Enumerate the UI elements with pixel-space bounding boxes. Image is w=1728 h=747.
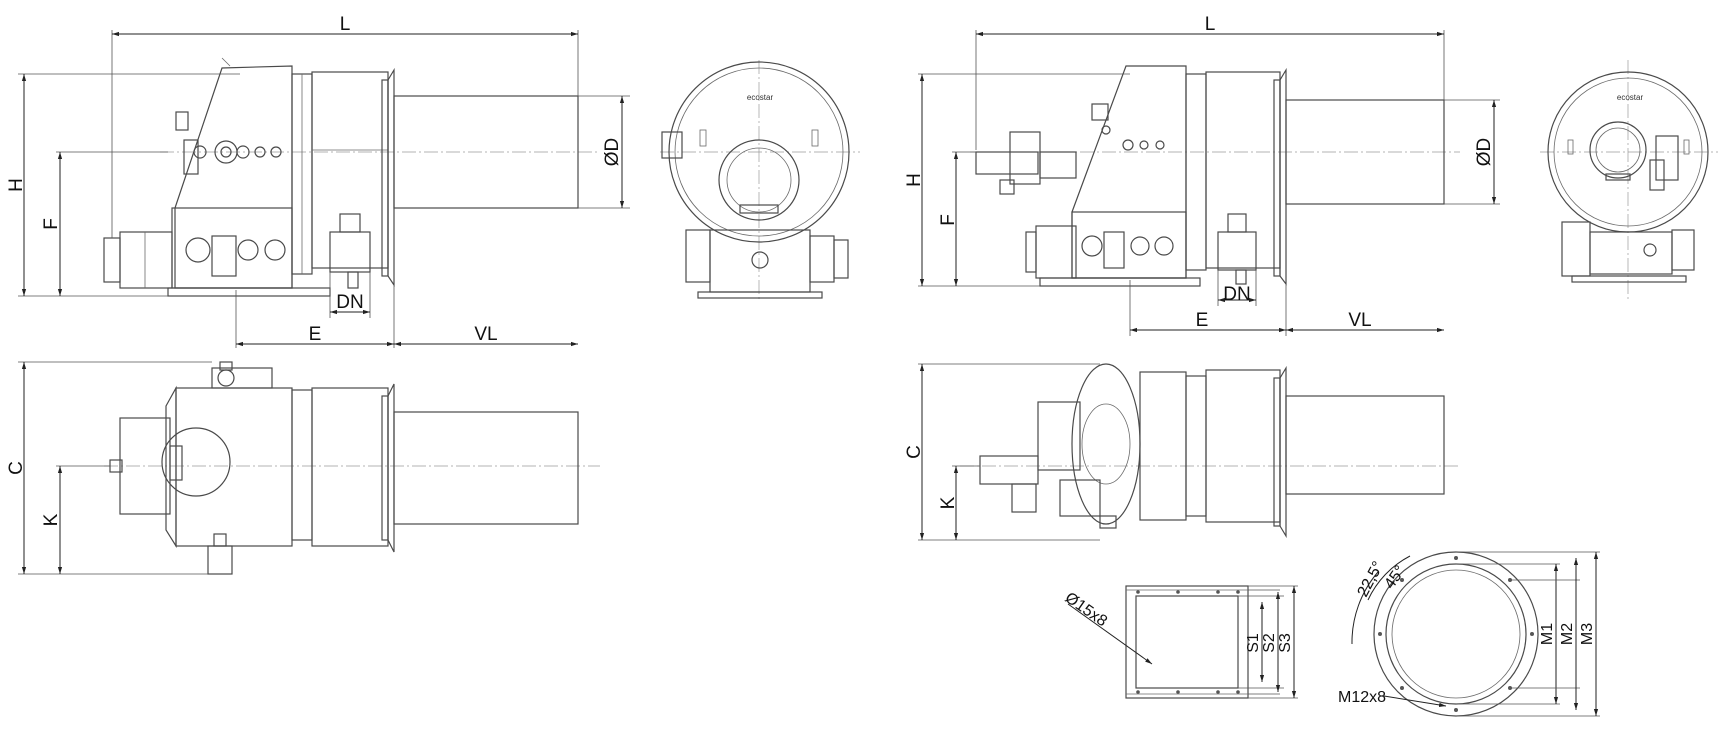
dim-label-S3: S3 [1277,633,1294,653]
label-angle-22-5: 22,5° [1355,559,1388,600]
dim-label-K: K [41,513,62,526]
side-view-left [103,57,600,297]
dim-label-DN-right: DN [1223,284,1250,305]
dim-label-H-right: H [904,173,925,187]
dim-label-L: L [340,14,351,35]
dim-label-DN: DN [336,292,363,313]
dimensions-left-side: L H F ØD DN E VL [6,14,630,348]
brand-logo-front-2: ecostar [1617,93,1644,102]
dim-label-K-right: K [938,496,959,509]
square-flange-detail: Ø15x8 S1 S2 S3 [1062,585,1298,699]
dim-label-F-right: F [938,214,959,226]
dimensions-right-side: L H F ØD DN E VL [904,14,1500,336]
front-view-left: ecostar [660,60,860,300]
label-bolt-flange: M12x8 [1338,689,1386,706]
dimensions-top-view-right: C K [904,363,1100,541]
dim-label-C: C [6,461,27,475]
dim-label-E: E [309,324,322,345]
top-view-right [960,363,1460,539]
dim-label-S2: S2 [1261,633,1278,653]
label-hole-flange: Ø15x8 [1062,589,1110,630]
side-view-right [970,65,1460,287]
brand-logo-front-1: ecostar [747,93,774,102]
dim-label-M2: M2 [1559,623,1576,645]
dim-label-OD-right: ØD [1474,138,1495,167]
dim-label-M3: M3 [1579,623,1596,645]
dim-label-E-right: E [1196,310,1209,331]
top-view-left [104,361,600,575]
dim-label-OD: ØD [602,138,623,167]
dim-label-VL-right: VL [1348,310,1371,331]
dim-label-H: H [6,178,27,192]
dim-label-F: F [41,218,62,230]
dim-label-C-right: C [904,445,925,459]
front-view-right: ecostar [1540,60,1718,300]
dim-label-L-right: L [1205,14,1216,35]
dim-label-M1: M1 [1539,623,1556,645]
dimensions-top-view-left: C K [6,361,212,575]
dim-label-VL: VL [474,324,497,345]
dim-label-S1: S1 [1245,633,1262,653]
round-flange-detail: 22,5° 45° M12x8 M1 M2 M3 [1338,551,1600,717]
